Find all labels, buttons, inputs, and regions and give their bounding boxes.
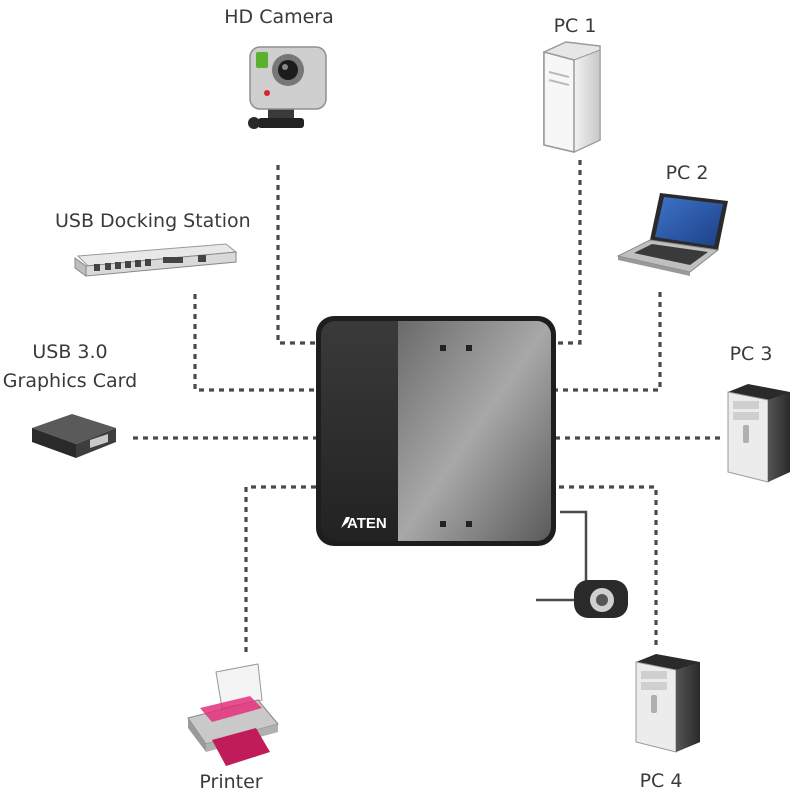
- hub-brand: ATEN: [347, 515, 387, 532]
- usb-docking-station-icon: [74, 243, 238, 277]
- label-pc1: PC 1: [553, 15, 597, 37]
- pc3-tower-icon: [727, 384, 790, 483]
- aten-switch-hub: ATEN: [316, 316, 556, 546]
- hub-port-leds: [440, 345, 472, 527]
- label-pc4: PC 4: [639, 770, 683, 792]
- label-graphics-line1: USB 3.0: [32, 341, 108, 363]
- remote-port-selector-icon: [574, 580, 628, 618]
- pc2-laptop-icon: [616, 193, 728, 276]
- usb-graphics-adapter-icon: [32, 414, 116, 458]
- wire-hd-camera: [276, 165, 316, 345]
- wire-pc4: [556, 485, 658, 645]
- wire-pc1: [556, 160, 582, 345]
- printer-icon: [187, 663, 279, 766]
- label-graphics-line2: Graphics Card: [2, 370, 138, 392]
- label-hd-camera: HD Camera: [224, 6, 334, 28]
- wire-docking-station: [193, 294, 316, 392]
- wire-pc2: [556, 292, 662, 392]
- label-pc3: PC 3: [729, 343, 773, 365]
- connection-wires: [133, 160, 720, 652]
- pc1-tower-icon: [543, 41, 601, 153]
- wire-remote: [560, 510, 588, 585]
- pc4-tower-icon: [635, 654, 700, 753]
- label-printer: Printer: [199, 771, 263, 793]
- aten-logo-mark: [341, 517, 350, 528]
- label-usb-docking-station: USB Docking Station: [55, 210, 251, 232]
- action-camera-icon: [248, 46, 327, 129]
- wire-printer: [244, 485, 316, 652]
- label-pc2: PC 2: [665, 162, 709, 184]
